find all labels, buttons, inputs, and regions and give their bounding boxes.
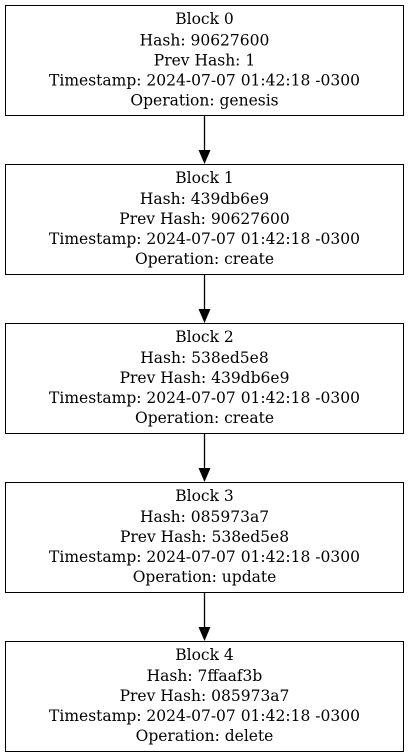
- block-timestamp: Timestamp: 2024-07-07 01:42:18 -0300: [49, 548, 360, 566]
- arrowhead-icon: [198, 627, 211, 641]
- block-node-3: Block 3 Hash: 085973a7 Prev Hash: 538ed5…: [5, 482, 404, 593]
- arrowhead-icon: [198, 468, 211, 482]
- block-prev-hash: Prev Hash: 90627600: [119, 210, 289, 228]
- chain-arrow: [198, 593, 211, 641]
- block-title: Block 0: [175, 10, 234, 28]
- chain-arrow: [198, 275, 211, 323]
- block-operation: Operation: update: [133, 568, 277, 586]
- block-title: Block 3: [175, 487, 234, 505]
- block-timestamp: Timestamp: 2024-07-07 01:42:18 -0300: [49, 230, 360, 248]
- block-prev-hash: Prev Hash: 085973a7: [120, 687, 290, 705]
- block-hash: Hash: 085973a7: [140, 508, 269, 526]
- arrowhead-icon: [198, 309, 211, 323]
- chain-arrow: [198, 434, 211, 482]
- block-box: [5, 5, 404, 116]
- block-title: Block 1: [175, 169, 234, 187]
- block-prev-hash: Prev Hash: 439db6e9: [120, 369, 290, 387]
- arrowhead-icon: [198, 150, 211, 164]
- block-node-2: Block 2 Hash: 538ed5e8 Prev Hash: 439db6…: [5, 323, 404, 434]
- block-box: [5, 641, 404, 752]
- block-prev-hash: Prev Hash: 1: [154, 52, 255, 70]
- block-node-1: Block 1 Hash: 439db6e9 Prev Hash: 906276…: [5, 164, 404, 275]
- block-timestamp: Timestamp: 2024-07-07 01:42:18 -0300: [49, 389, 360, 407]
- block-title: Block 4: [175, 646, 234, 664]
- block-timestamp: Timestamp: 2024-07-07 01:42:18 -0300: [49, 707, 360, 725]
- block-timestamp: Timestamp: 2024-07-07 01:42:18 -0300: [49, 72, 360, 90]
- block-operation: Operation: create: [135, 250, 274, 268]
- chain-arrow: [198, 116, 211, 164]
- block-hash: Hash: 90627600: [140, 32, 270, 50]
- block-operation: Operation: genesis: [130, 92, 278, 110]
- block-operation: Operation: delete: [136, 727, 274, 745]
- block-prev-hash: Prev Hash: 538ed5e8: [120, 528, 289, 546]
- block-hash: Hash: 439db6e9: [140, 190, 269, 208]
- block-node-0: Block 0 Hash: 90627600 Prev Hash: 1 Time…: [5, 5, 404, 116]
- block-box: [5, 323, 404, 434]
- block-operation: Operation: create: [135, 409, 274, 427]
- block-node-4: Block 4 Hash: 7ffaaf3b Prev Hash: 085973…: [5, 641, 404, 752]
- block-title: Block 2: [175, 328, 234, 346]
- block-hash: Hash: 7ffaaf3b: [147, 667, 263, 685]
- block-box: [5, 164, 404, 275]
- block-hash: Hash: 538ed5e8: [140, 349, 268, 367]
- block-box: [5, 482, 404, 593]
